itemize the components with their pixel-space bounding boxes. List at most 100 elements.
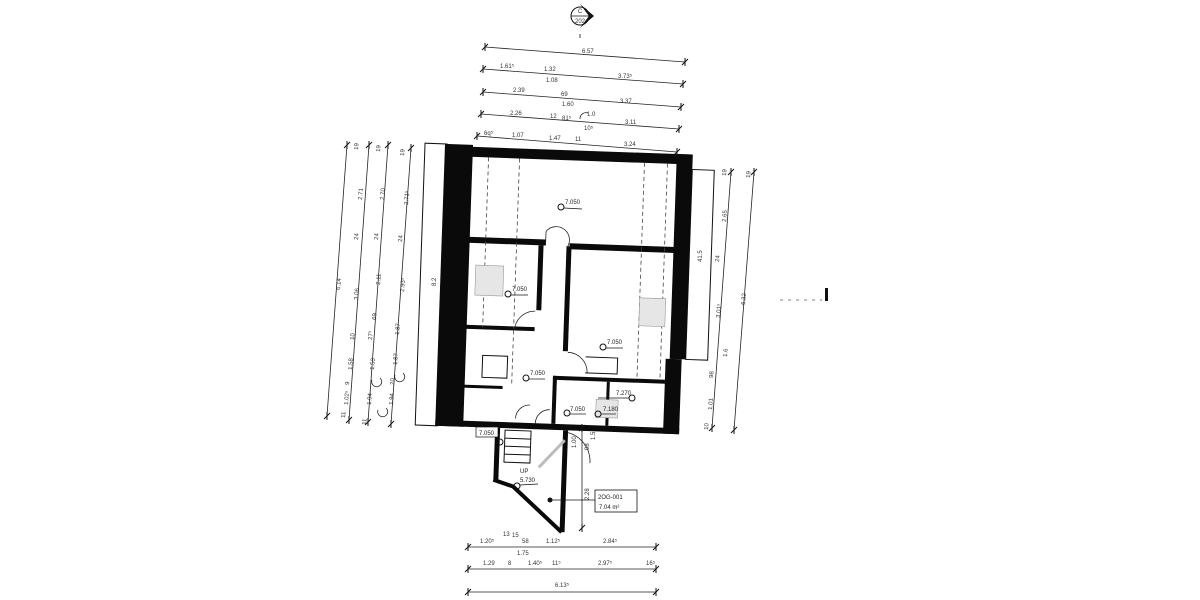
dimension-tick	[464, 565, 472, 573]
dim-label: 24	[354, 232, 360, 240]
dim-label: 19	[354, 142, 360, 150]
dim-label: 1.94	[389, 392, 396, 405]
stair	[492, 427, 569, 534]
dimension-tick	[750, 168, 758, 176]
dimension-tick	[407, 144, 415, 152]
dim-label: 19	[400, 148, 406, 156]
dim-label: 6.13⁵	[555, 582, 570, 589]
dim-label: 2.70	[380, 187, 387, 200]
left-dimensions: 6.14 19 2.71 24 3.06 10 1.58 9 1.02⁵ 11 …	[326, 142, 412, 425]
svg-text:7.050: 7.050	[530, 371, 546, 377]
wall-top	[470, 146, 691, 165]
svg-text:2.28: 2.28	[585, 488, 591, 500]
dim-label: 1.60	[562, 102, 574, 108]
side-mark-left: 8.2	[432, 277, 438, 286]
dim-label: 1.75	[517, 551, 529, 557]
dim-label: 69	[372, 312, 378, 320]
svg-text:7.270: 7.270	[616, 391, 632, 397]
dim-label: 10⁵	[584, 125, 594, 132]
dim-label: 2.65	[722, 209, 729, 222]
dimension-tick	[652, 543, 660, 551]
dim-label: 1.29	[483, 561, 495, 567]
dimension-tick	[652, 588, 660, 596]
dim-label: 1.87	[393, 352, 400, 365]
dimension-tick	[681, 58, 689, 66]
right-dimensions: 19 2.65 24 3.01⁵ 1.6 98 1.01 10 19 6.32	[704, 168, 755, 430]
dim-label: 3.73⁵	[618, 73, 633, 80]
dim-label: 10	[350, 332, 356, 340]
dimension-tick	[343, 141, 351, 149]
level-marker: 7.050	[504, 287, 528, 298]
svg-text:98: 98	[585, 443, 591, 450]
dim-label: 11	[362, 418, 368, 425]
dim-label: 1.01	[708, 397, 715, 410]
section-marker: C 202	[570, 4, 594, 38]
svg-text:5.730: 5.730	[520, 478, 536, 484]
dim-label: 9	[345, 381, 351, 385]
dimension-tick	[364, 418, 372, 426]
stair-up-label: UP	[520, 469, 528, 475]
dim-label: 1.0	[587, 112, 596, 118]
svg-text:7.050: 7.050	[607, 340, 623, 346]
dim-label: 3.01⁵	[715, 303, 723, 318]
dimension-tick	[479, 88, 487, 96]
dim-label: 2.84⁵	[603, 538, 618, 545]
dim-label: 19	[376, 144, 382, 152]
dim-label: 1.40⁵	[528, 560, 543, 567]
wall-right	[669, 153, 693, 360]
dim-label: 1.07	[512, 133, 524, 139]
dim-label: 6.32	[741, 292, 748, 305]
dimension-tick	[479, 65, 487, 73]
dim-label: 1.58	[348, 357, 355, 370]
dim-label: 81⁵	[562, 115, 572, 122]
dimension-tick	[730, 426, 738, 434]
level-marker: 7.050	[599, 340, 623, 351]
building-plan	[414, 142, 715, 534]
stair-dimensions: 1.00 98 2.28 1.5	[572, 428, 597, 528]
level-marker: 7.050	[563, 407, 586, 417]
dim-label: 2.11	[376, 273, 383, 285]
dim-label: 11	[341, 411, 347, 418]
dim-label: 10	[704, 422, 710, 430]
dimension-tick	[652, 565, 660, 573]
dimension-tick	[464, 588, 472, 596]
dimension-tick	[464, 543, 472, 551]
dim-label: 1.02⁵	[343, 390, 351, 405]
dimension-tick	[675, 125, 683, 133]
dim-label: 2.97⁵	[598, 560, 613, 567]
dimension-tick	[365, 141, 373, 149]
dim-label: 69	[561, 92, 568, 98]
room-area: 7.04 m²	[599, 505, 619, 511]
dimension-tick	[727, 168, 735, 176]
dim-label: 3.06	[354, 287, 361, 300]
dimension-tick	[384, 141, 392, 149]
wall-left	[435, 143, 474, 427]
dim-label: 11⁵	[552, 560, 561, 567]
level-marker: 7.050	[522, 371, 546, 382]
marker-bottom: 202	[575, 19, 586, 25]
level-marker: 7.270	[598, 391, 636, 402]
dim-label: 12	[550, 114, 557, 120]
dimension-tick	[677, 103, 685, 111]
dimension-tick	[473, 132, 481, 140]
dimension-tick	[673, 148, 681, 156]
svg-text:7.050: 7.050	[479, 431, 495, 437]
doors	[514, 226, 591, 464]
dim-label: 20	[390, 377, 396, 385]
marker-top: C	[578, 9, 583, 15]
dimension-tick	[679, 80, 687, 88]
svg-text:1.5: 1.5	[591, 431, 597, 440]
dim-label: 1.53	[370, 357, 377, 370]
scale-mark	[780, 288, 828, 301]
svg-text:7.050: 7.050	[565, 200, 581, 206]
dim-label: 2.39	[513, 88, 525, 94]
dim-label: 3.11	[625, 120, 637, 126]
dim-label: 1.47	[549, 136, 561, 142]
dim-label: 24	[398, 234, 404, 242]
level-marker: 7.180	[594, 407, 619, 418]
dim-label: 2.93⁵	[399, 277, 407, 292]
dim-label: 2.71⁵	[403, 190, 411, 205]
level-markers: 7.050 7.050 7.050 7.050 7.050 7.270 7.18…	[475, 200, 636, 490]
dim-label: 1.61⁵	[500, 63, 515, 70]
dim-label: 6.57	[582, 49, 594, 55]
